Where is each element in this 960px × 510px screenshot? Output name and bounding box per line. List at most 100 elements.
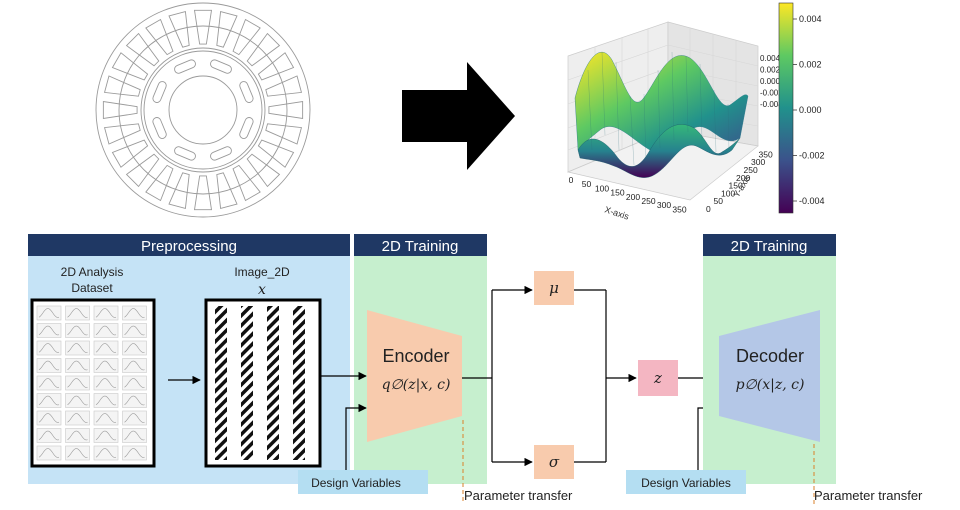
rotor-magnet [210,59,232,74]
x-tick-label: 300 [657,200,671,210]
dataset-thumbnail [65,445,90,461]
y-tick-label: 50 [714,196,724,206]
dataset-label-line1: 2D Analysis [61,265,124,279]
x-tick-label: 100 [595,183,609,193]
stator-slot [268,100,304,120]
image-stripe-column [241,306,253,460]
thumbnail-curve [67,430,88,441]
stator-slot [246,153,281,188]
thumbnail-curve [95,448,117,458]
stator-slot [125,153,160,188]
thumbnail-curve [67,308,88,318]
decoder-training-title: 2D Training [731,238,808,255]
thumbnail-curve [124,448,145,458]
sigma-symbol: σ [549,453,560,471]
stator-slot [257,52,295,81]
dataset-thumbnail [122,410,147,426]
dataset-thumbnail [65,323,90,338]
dataset-thumbnail [122,375,147,391]
mu-symbol: μ [549,279,559,297]
dataset-thumbnail [65,358,90,373]
stator-slot [145,164,174,202]
colorbar-tick-label: 0.002 [799,60,822,70]
dataset-thumbnail [93,358,119,373]
dataset-thumbnail [65,428,90,443]
thumbnail-curve [124,413,145,423]
thumbnail-curve [38,325,60,336]
stator-slot [145,18,174,56]
colorbar-tick-label: -0.002 [799,151,825,161]
dataset-thumbnail [93,445,119,461]
stator-slot [103,75,141,97]
stator-slot [168,172,190,210]
thumbnail-curve [124,430,145,441]
transform-arrow [402,62,515,170]
stator-slot [257,139,295,168]
thumbnail-curve [38,413,60,423]
dataset-thumbnail [65,393,90,408]
thumbnail-curve [67,413,88,423]
stator-slot [232,164,261,202]
design-variables-box-1 [298,470,428,494]
dataset-thumbnail [65,340,90,356]
image-2d-stripes [215,306,305,460]
y-tick-label: 250 [744,165,758,175]
thumbnail-curve [38,343,60,353]
z-tick-label: -0.002 [760,89,783,98]
colorbar-tick-label: 0.000 [799,105,822,115]
parameter-transfer-label-2: Parameter transfer [814,488,923,503]
stator-slot [246,32,281,67]
dataset-thumbnail [36,358,62,373]
stator-slot [111,139,149,168]
thumbnail-curve [38,430,60,441]
image-stripe-column [215,306,227,460]
encoder-formula: q∅(z|x, c) [382,377,451,393]
rotor-magnet [239,117,254,139]
encoder-training-title: 2D Training [382,238,459,255]
dataset-thumbnail [122,445,147,461]
stator-slot [216,172,238,210]
plot-surface-front [577,124,741,178]
decoder-title: Decoder [736,346,804,366]
z-symbol: z [653,369,662,387]
thumbnail-curve [67,343,88,353]
dataset-thumbnails [36,305,147,461]
dataset-thumbnail [122,428,147,443]
thumbnail-curve [38,448,60,458]
thumbnail-curve [95,413,117,423]
rotor-magnet [152,117,167,139]
thumbnail-curve [38,395,60,406]
colorbar [778,2,794,214]
y-tick-label: 350 [759,149,773,159]
thumbnail-curve [95,360,117,371]
rotor-magnet [174,59,196,74]
mu-box [534,271,574,305]
x-tick-label: 150 [610,188,624,198]
z-tick-label: 0.002 [760,66,781,75]
thumbnail-curve [38,308,60,318]
dataset-thumbnail [36,445,62,461]
thumbnail-curve [67,325,88,336]
dataset-thumbnail [93,428,119,443]
thumbnail-curve [67,360,88,371]
dataset-thumbnail [65,305,90,321]
y-tick-label: 0 [706,204,711,214]
image-stripe-column [267,306,279,460]
colorbar-tick-label: -0.004 [799,196,825,206]
thumbnail-curve [67,395,88,406]
thumbnail-curve [95,378,117,388]
thumbnail-curve [38,360,60,371]
dataset-label-line2: Dataset [71,281,113,295]
dataset-thumbnail [36,323,62,338]
thumbnail-curve [95,325,117,336]
rotor-magnet [152,81,167,103]
rotor-magnet [239,81,254,103]
dataset-thumbnail [122,358,147,373]
dataset-thumbnail [65,375,90,391]
preprocessing-title: Preprocessing [141,238,237,255]
encoder-block [367,310,462,442]
dataset-thumbnail [93,340,119,356]
x-axis-label: X-axis [603,204,630,221]
